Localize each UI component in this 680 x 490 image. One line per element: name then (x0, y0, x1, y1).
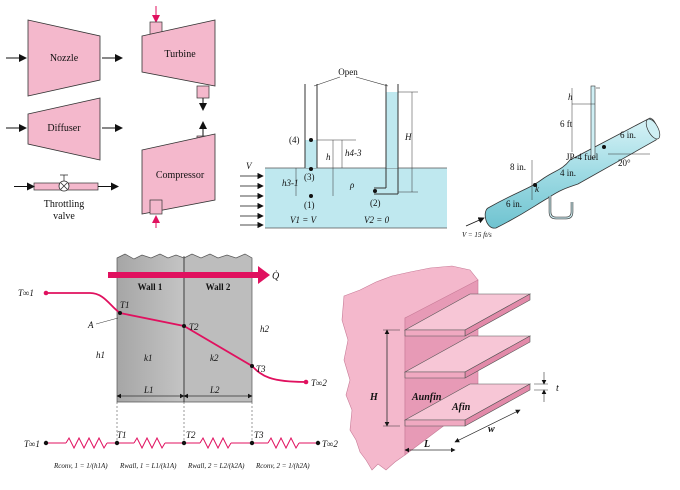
A-unfin-label: Aunfin (411, 392, 442, 403)
nozzle-device: Nozzle (6, 19, 123, 97)
diffuser-label: Diffuser (47, 123, 81, 134)
fuel-label: JP-4 fuel (566, 152, 599, 162)
Rwall1-label: Rwall, 1 = L1/(k1A) (119, 462, 177, 470)
Tinf2-label: T∞2 (311, 378, 327, 388)
wall1-label: Wall 1 (138, 282, 163, 292)
diffuser-device: Diffuser (6, 97, 123, 161)
pipe-8in-label: 8 in. (510, 162, 526, 172)
finned-surface-diagram: H t w L Aunfin Afin (341, 265, 559, 471)
pipe-4in-label: 4 in. (560, 168, 576, 178)
velocity-V-label: V (246, 161, 253, 171)
throttling-valve-device: Throttling valve (14, 174, 119, 222)
net-T1-label: T1 (117, 430, 127, 440)
pipe-k-label: k (535, 184, 540, 194)
thermal-resistance-network: T∞1 T1 T2 T3 T∞2 Rconv, 1 = 1/(h1A) Rwal… (24, 430, 338, 470)
V1-label: V1 = V (290, 215, 318, 225)
net-T3-label: T3 (254, 430, 264, 440)
fin-2 (403, 335, 532, 379)
h43-label: h4-3 (345, 148, 362, 158)
wall2-label: Wall 2 (206, 282, 231, 292)
pipe-6in-left-label: 6 in. (506, 199, 522, 209)
valve-label-line1: Throttling (44, 199, 85, 210)
pipe-h-label: h (568, 92, 573, 102)
Tinf1-label: T∞1 (18, 288, 34, 298)
turbine-label: Turbine (164, 49, 196, 60)
H-label: H (404, 132, 412, 142)
T2-label: T2 (189, 322, 199, 332)
point-1-label: (1) (304, 200, 315, 210)
turbine-device: Turbine (141, 6, 216, 111)
pipe-diagram: h 6 ft k 8 in. JP-4 fuel 6 in. 4 in. 6 i… (462, 85, 661, 239)
V2-label: V2 = 0 (364, 215, 390, 225)
fin-H-label: H (369, 392, 379, 403)
h1-label: h1 (96, 350, 105, 360)
net-T2-label: T2 (186, 430, 196, 440)
point-3-label: (3) (304, 172, 315, 182)
Rwall2-label: Rwall, 2 = L2/(k2A) (187, 462, 245, 470)
fin-1 (403, 293, 532, 337)
A-fin-label: Afin (451, 402, 471, 413)
plane-wall-diagram: Wall 1 Wall 2 Q̇ T∞1 T∞2 T1 T2 T3 A h1 h… (18, 253, 327, 440)
fin-L-label: L (423, 439, 430, 450)
h-label: h (326, 152, 331, 162)
valve-label-line2: valve (53, 211, 75, 222)
fin-w-label: w (488, 424, 495, 435)
L1-label: L1 (143, 385, 154, 395)
k2-label: k2 (210, 353, 219, 363)
compressor-device: Compressor (141, 121, 216, 228)
T1-label: T1 (120, 300, 130, 310)
point-2-label: (2) (370, 198, 381, 208)
h31-label: h3-1 (282, 178, 299, 188)
open-label: Open (338, 67, 358, 77)
A-label: A (87, 320, 94, 330)
pipe-6ft-label: 6 ft (560, 119, 573, 129)
net-Tinf1-label: T∞1 (24, 439, 40, 449)
pipe-velocity-label: V = 15 ft/s (462, 231, 492, 239)
L2-label: L2 (209, 385, 220, 395)
pipe-6in-right-label: 6 in. (620, 130, 636, 140)
nozzle-label: Nozzle (50, 53, 79, 64)
compressor-label: Compressor (156, 170, 205, 181)
manometer-diagram: Open V (4) (3) (1) (2) h4-3 h h3-1 ρ (240, 67, 447, 229)
fin-3 (403, 383, 532, 427)
net-Tinf2-label: T∞2 (322, 439, 338, 449)
h2-label: h2 (260, 324, 270, 334)
velocity-arrows (240, 172, 264, 229)
rho-label: ρ (349, 180, 355, 190)
Rconv1-label: Rconv, 1 = 1/(h1A) (53, 462, 108, 470)
point-4-label: (4) (289, 135, 300, 145)
k1-label: k1 (144, 353, 153, 363)
Rconv2-label: Rconv, 2 = 1/(h2A) (255, 462, 310, 470)
angle-label: 20° (618, 158, 631, 168)
fin-t-label: t (556, 383, 559, 394)
heat-flow-Q-label: Q̇ (272, 270, 280, 282)
T3-label: T3 (256, 364, 266, 374)
